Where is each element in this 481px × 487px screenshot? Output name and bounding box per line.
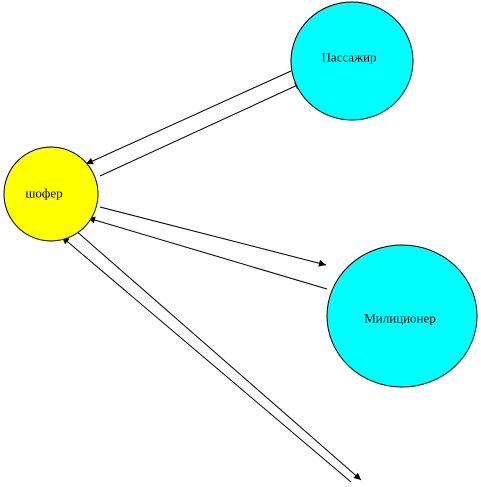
node-passenger-label: Пассажир [321,50,376,65]
node-passenger-circle [290,1,414,121]
arrow-driver-to-passenger [99,82,303,177]
arrow-offscreen-to-driver [61,236,352,483]
arrow-policeman-to-driver [87,216,328,290]
arrow-passenger-to-driver [85,70,292,165]
arrows [61,70,362,483]
node-policeman-circle [326,244,478,388]
arrow-driver-to-policeman [99,206,327,267]
node-policeman: Милиционер [326,244,478,388]
arrow-driver-to-offscreen [74,229,362,481]
node-driver: шофер [3,146,99,242]
node-passenger: Пассажир [290,1,414,121]
node-driver-label: шофер [25,186,62,201]
node-policeman-label: Милиционер [364,311,436,326]
node-driver-circle [3,146,99,242]
